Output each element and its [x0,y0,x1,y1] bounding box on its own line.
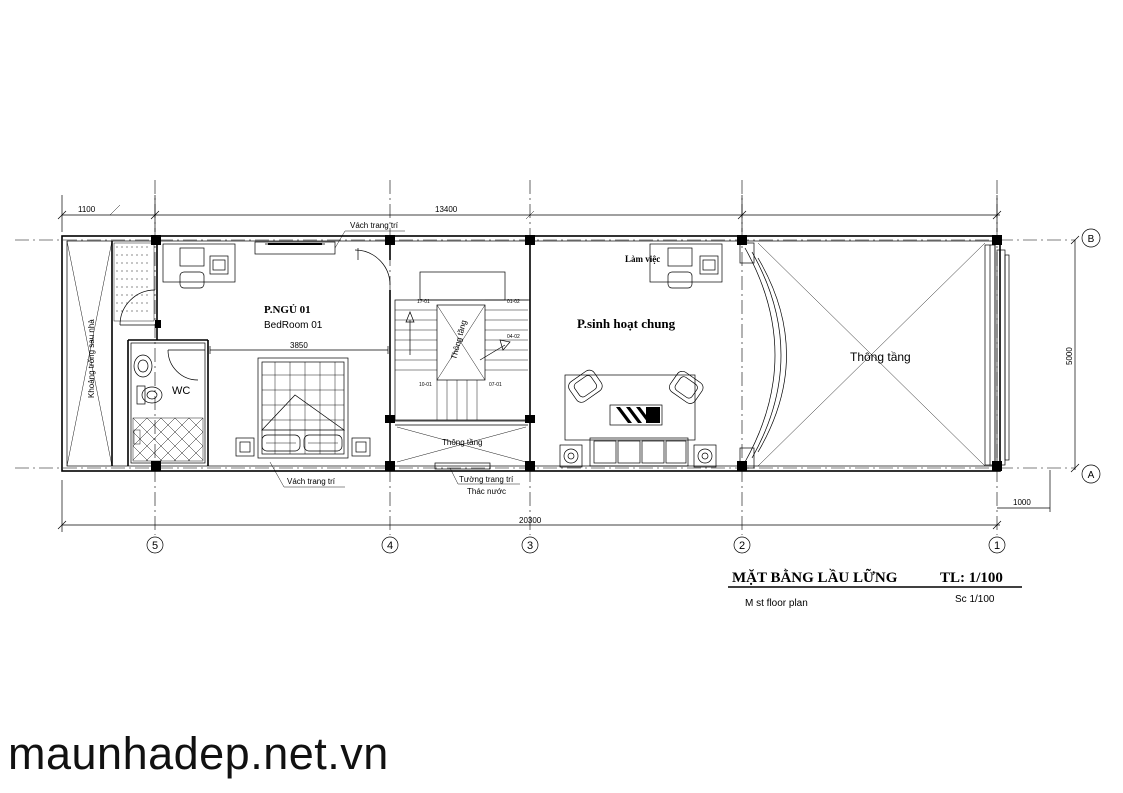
drawing-scale-en: Sc 1/100 [955,594,995,605]
stair-mark-b: 01-02 [507,299,520,305]
note-wall-deco-bottom: Vách trang trí [287,477,336,486]
grid-bubbles: 5 4 3 2 1 B A [146,228,1101,554]
grid-label-4: 4 [387,540,393,552]
note-wall-deco-stair: Tường trang trí [459,475,514,484]
grid-label-B: B [1088,234,1095,245]
title-block: MẶT BẰNG LẦU LỮNG TL: 1/100 M st floor p… [728,568,1022,609]
wc-label: WC [172,385,190,397]
grid-bubble-2 [733,536,751,554]
note-waterfall: Thác nước [467,487,506,496]
dim-13400: 13400 [435,205,458,214]
watermark-brand: maunhadep.net.vn [8,728,389,779]
stair-mark-d: 10-01 [419,382,432,388]
grid-bubble-A [1081,464,1101,484]
grid-bubble-4 [381,536,399,554]
living-room-label: P.sinh hoạt chung [577,316,676,331]
living-room: Làm việc P.sinh hoạt chung [559,243,723,468]
grid-label-5: 5 [152,540,158,552]
grid-lines [15,180,1075,535]
drawing-title: MẶT BẰNG LẦU LỮNG [732,568,898,586]
stair-mark-a: 17-01 [417,299,430,305]
work-label: Làm việc [625,254,660,264]
rear-void: Khoảng trống sau nhà [66,240,113,467]
stair-void-label: Thông tầng [449,319,468,360]
bedroom-label-vn: P.NGỦ 01 [264,304,311,316]
grid-bubble-5 [146,536,164,554]
dim-20300: 20300 [519,516,542,525]
drawing-subtitle: M st floor plan [745,598,808,609]
stair-mark-c: 04-02 [507,334,520,340]
grid-bubble-1 [988,536,1006,554]
top-dimension: 1100 13400 [57,195,1002,232]
wc: WC [130,342,206,464]
bedroom-label-en: BedRoom 01 [264,320,323,331]
grid-bubble-3 [521,536,539,554]
grid-label-2: 2 [739,540,745,552]
bottom-dimension: 20300 1000 [57,470,1051,532]
drawing-scale: TL: 1/100 [940,570,1003,586]
grid-label-1: 1 [994,540,1000,552]
lobby-void-label: Thông tầng [442,438,482,447]
grid-label-A: A [1088,470,1095,481]
grid-label-3: 3 [527,540,533,552]
dim-3850: 3850 [290,341,308,350]
grid-bubble-B [1081,228,1101,248]
dim-1000-right: 1000 [1013,498,1031,507]
note-wall-deco-top: Vách trang trí [350,221,399,230]
annotations: Vách trang trí Vách trang trí Tường tran… [269,221,520,496]
rear-void-label: Khoảng trống sau nhà [87,319,96,398]
dim-1100-left: 1100 [78,205,96,214]
lobby-void: Thông tầng [396,426,527,470]
curved-glass-wall [739,242,787,469]
right-dimension: 5000 [1065,235,1080,473]
rear-balcony [113,242,156,326]
stair-mark-e: 07-01 [489,382,502,388]
bedroom: 3850 P.NGỦ 01 BedRoom 01 [162,241,391,459]
stair-core: Thông tầng 17-01 01-02 04-02 10-01 07-01 [394,271,531,421]
front-void-label: Thông tầng [850,350,911,364]
front-void: Thông tầng [757,242,996,467]
dim-5000: 5000 [1065,347,1074,365]
